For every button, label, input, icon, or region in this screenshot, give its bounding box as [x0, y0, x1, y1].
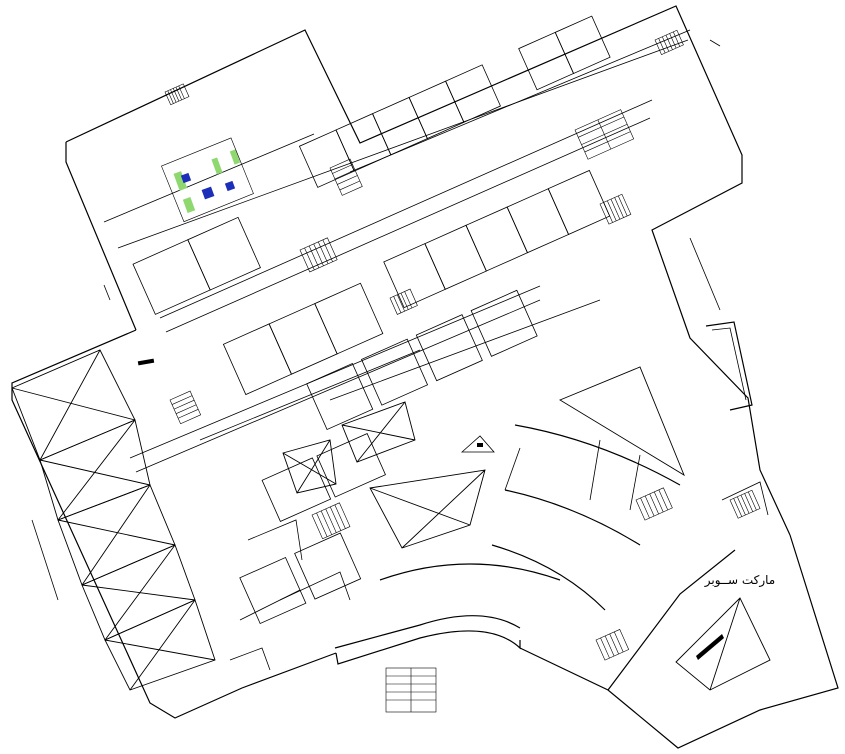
supermarket-label: ماركت ســوبر [704, 573, 775, 588]
markers [137, 358, 724, 660]
stair-cores [164, 29, 761, 713]
rooms [132, 15, 611, 625]
lower-walls [229, 519, 351, 671]
highlighted-core [161, 137, 254, 223]
arcade [379, 424, 681, 611]
outer-walls [11, 5, 839, 749]
corridors [31, 29, 721, 621]
void-boxes [11, 349, 771, 691]
right-stepped-wall [705, 321, 769, 516]
